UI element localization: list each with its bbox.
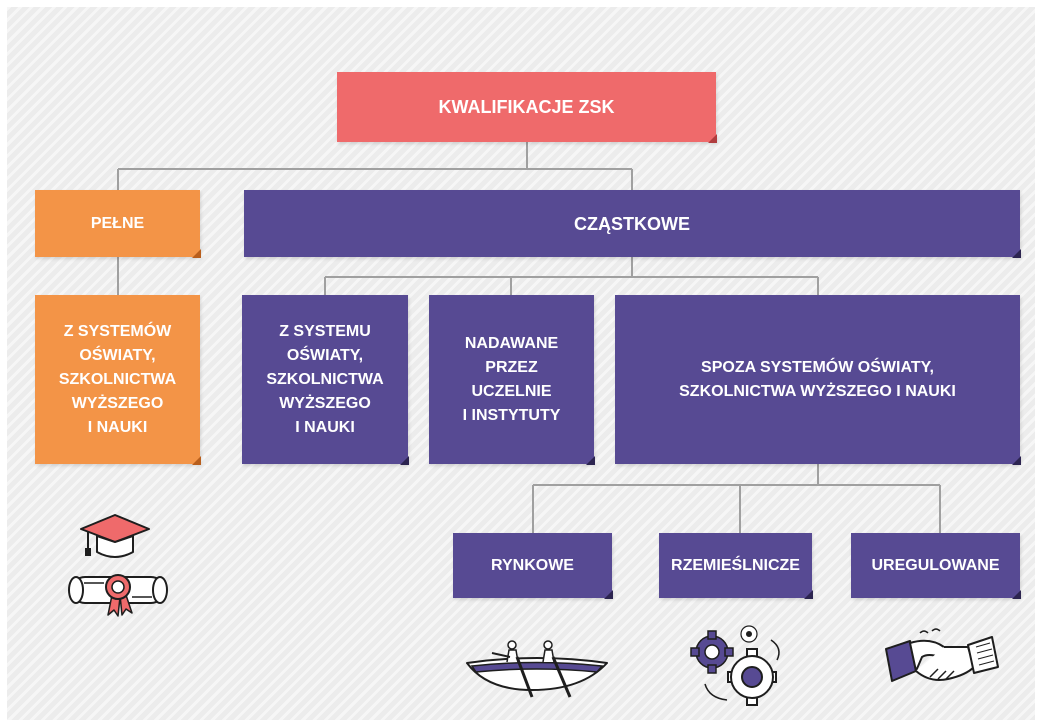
diagram-canvas: KWALIFIKACJE ZSK PEŁNE CZĄSTKOWE Z SYSTE… [7, 7, 1035, 720]
gears-icon [690, 625, 780, 706]
partial-qualifications-node: CZĄSTKOWE [244, 190, 1021, 258]
connector-lines [117, 142, 941, 533]
root-node: KWALIFIKACJE ZSK [337, 72, 717, 143]
partial-education-system-node: Z SYSTEMU OŚWIATY, SZKOLNICTWA WYŻSZEGO … [242, 295, 409, 465]
rowing-boat-icon [466, 640, 608, 698]
handshake-icon [885, 628, 999, 682]
craft-node: RZEMIEŚLNICZE [659, 533, 813, 599]
full-education-systems-node: Z SYSTEMÓW OŚWIATY, SZKOLNICTWA WYŻSZEGO… [35, 295, 201, 465]
regulated-node: UREGULOWANE [851, 533, 1021, 599]
diploma-scroll-icon [68, 574, 168, 617]
graduation-cap-icon [80, 514, 150, 558]
market-node: RYNKOWE [453, 533, 613, 599]
full-qualifications-node: PEŁNE [35, 190, 201, 258]
outside-systems-node: SPOZA SYSTEMÓW OŚWIATY, SZKOLNICTWA WYŻS… [615, 295, 1021, 465]
universities-institutes-node: NADAWANE PRZEZ UCZELNIE I INSTYTUTY [429, 295, 595, 465]
